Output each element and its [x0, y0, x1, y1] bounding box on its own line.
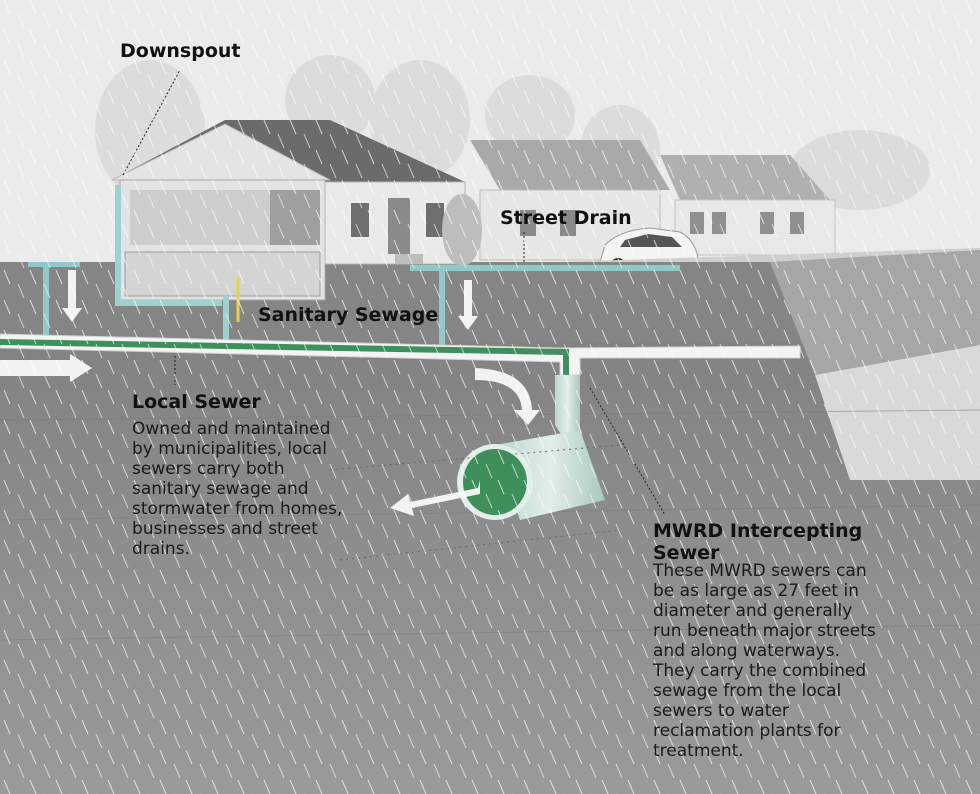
local-sewer-description: Owned and maintained by municipalities, …	[132, 419, 343, 559]
street-drain-label: Street Drain	[500, 207, 632, 229]
local-sewer-title: Local Sewer	[132, 391, 261, 413]
mwrd-intercepting-sewer-description: These MWRD sewers can be as large as 27 …	[653, 561, 876, 761]
downspout-label: Downspout	[120, 40, 241, 62]
mwrd-intercepting-sewer-title: MWRD Intercepting Sewer	[653, 520, 863, 564]
sanitary-sewage-label: Sanitary Sewage	[258, 304, 439, 326]
